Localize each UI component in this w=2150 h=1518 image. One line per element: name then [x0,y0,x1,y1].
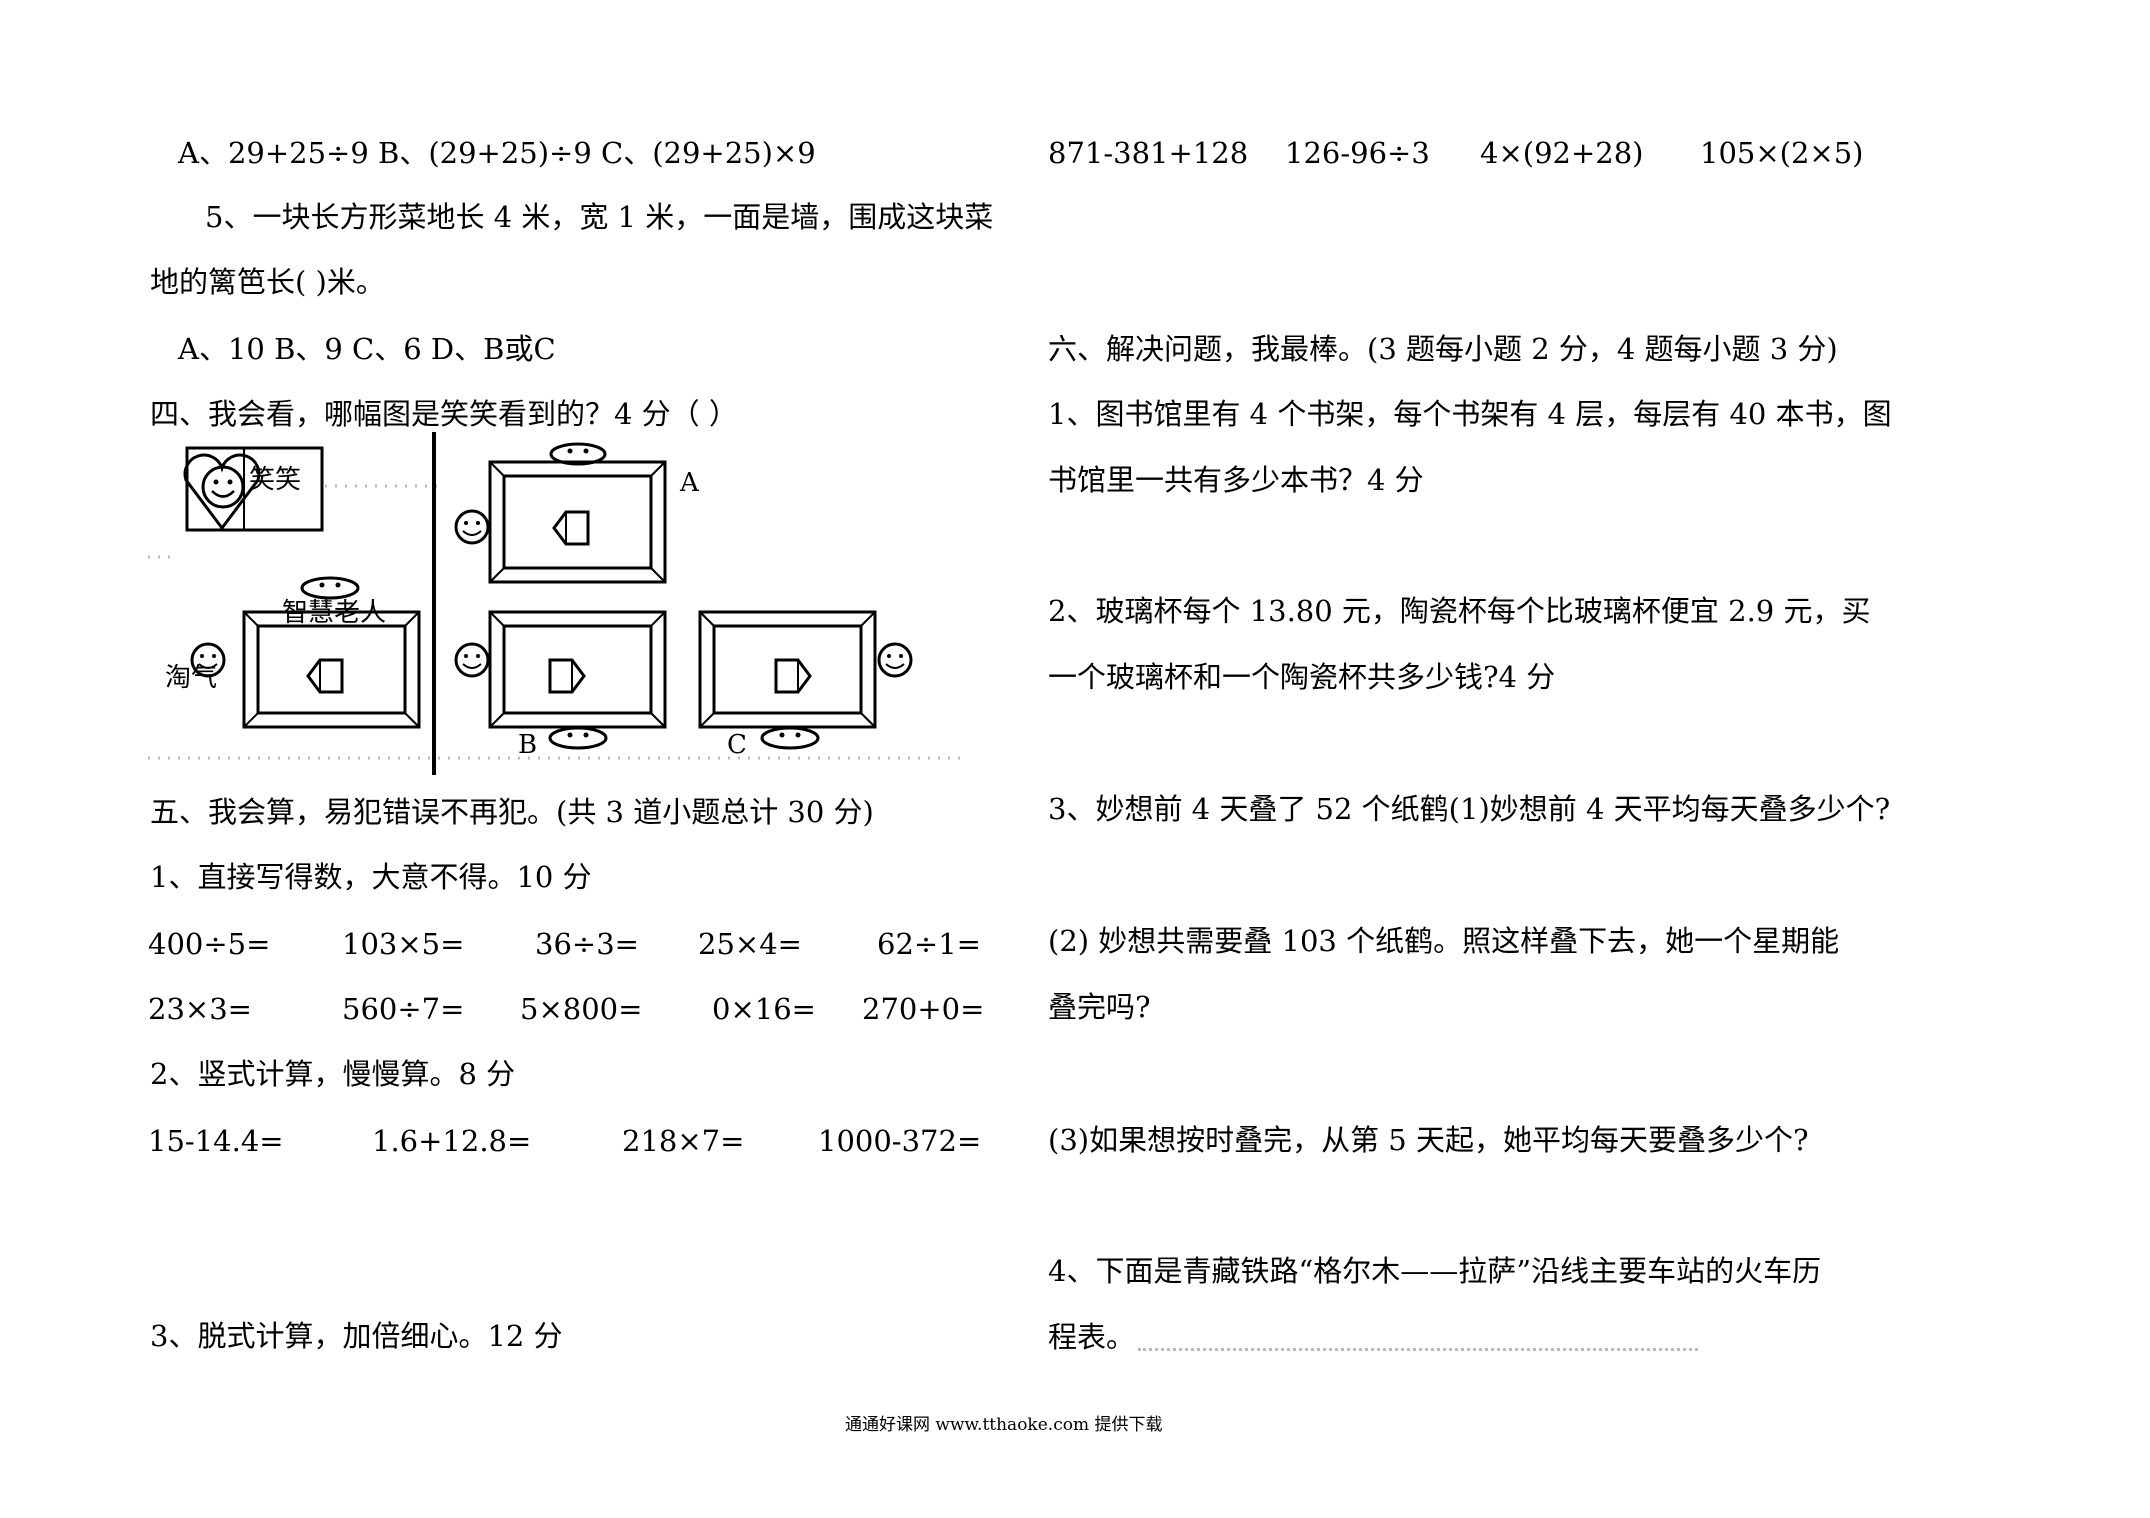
p3-3: (3)如果想按时叠完，从第 5 天起，她平均每天要叠多少个? [1048,1123,1809,1157]
label-taoqi: 淘气 [165,663,218,693]
smiley-top-a-icon [549,442,607,466]
arrow-left-icon [552,510,590,546]
smiley-bottom-c-icon [760,726,820,750]
expr-item: 4×(92+28) [1480,136,1644,170]
dotted-line [1138,1348,1698,1351]
table-left [242,610,421,729]
calc-item: 25×4= [698,927,802,961]
arrow-right-icon [774,658,812,694]
section5-q1: 1、直接写得数，大意不得。10 分 [150,860,592,894]
smiley-icon [201,465,245,509]
vertical-calc-item: 1.6+12.8= [372,1124,532,1158]
section6-title: 六、解决问题，我最棒。(3 题每小题 2 分，4 题每小题 3 分) [1048,332,1838,366]
calc-item: 23×3= [148,992,252,1026]
p1-line2: 书馆里一共有多少本书？4 分 [1048,463,1424,497]
smiley-taoqi-icon [190,642,226,678]
expr-item: 105×(2×5) [1700,136,1864,170]
q5-options: A、10 B、9 C、6 D、B或C [178,332,556,366]
expr-item: 126-96÷3 [1285,136,1430,170]
calc-item: 5×800= [520,992,643,1026]
smiley-left-a-icon [454,509,490,545]
table-b [488,610,667,729]
calc-item: 400÷5= [148,927,271,961]
label-zhihui: 智慧老人 [282,598,387,628]
label-b: B [518,730,538,760]
p3-line1: 3、妙想前 4 天叠了 52 个纸鹤(1)妙想前 4 天平均每天叠多少个? [1048,792,1891,826]
smiley-right-c-icon [877,642,913,678]
p4-line2: 程表。 [1048,1320,1136,1354]
xiaoxiao-box [185,446,324,532]
p2-line2: 一个玻璃杯和一个陶瓷杯共多少钱?4 分 [1048,660,1556,694]
arrow-right-icon [548,658,586,694]
calc-item: 36÷3= [535,927,639,961]
q5-line2: 地的篱笆长( )米。 [150,265,385,299]
calc-item: 270+0= [862,992,985,1026]
expr-item: 871-381+128 [1048,136,1249,170]
footer-text: 通通好课网 www.tthaoke.com 提供下载 [845,1415,1163,1435]
smiley-top-left-icon [300,576,360,600]
section5-q3: 3、脱式计算，加倍细心。12 分 [150,1319,563,1353]
table-c [698,610,877,729]
calc-item: 560÷7= [342,992,465,1026]
vertical-calc-item: 218×7= [622,1124,745,1158]
smiley-bottom-b-icon [548,726,608,750]
vertical-calc-item: 1000-372= [818,1124,982,1158]
p4-line1: 4、下面是青藏铁路“格尔木——拉萨”沿线主要车站的火车历 [1048,1254,1822,1288]
p2-line1: 2、玻璃杯每个 13.80 元，陶瓷杯每个比玻璃杯便宜 2.9 元，买 [1048,594,1871,628]
label-a: A [680,468,699,498]
label-c: C [727,730,747,760]
section4-title: 四、我会看，哪幅图是笑笑看到的？4 分（ ） [150,397,738,431]
p3-2-line1: (2) 妙想共需要叠 103 个纸鹤。照这样叠下去，她一个星期能 [1048,924,1840,958]
q4-options: A、29+25÷9 B、(29+25)÷9 C、(29+25)×9 [178,136,816,170]
calc-item: 0×16= [712,992,816,1026]
calc-item: 103×5= [342,927,465,961]
label-xiaoxiao: 笑笑 [249,465,302,495]
section5-q2: 2、竖式计算，慢慢算。8 分 [150,1057,516,1091]
vertical-calc-item: 15-14.4= [148,1124,284,1158]
smiley-left-b-icon [454,642,490,678]
arrow-left-icon [306,658,344,694]
section5-title: 五、我会算，易犯错误不再犯。(共 3 道小题总计 30 分) [150,795,874,829]
table-a [488,460,667,584]
p1-line1: 1、图书馆里有 4 个书架，每个书架有 4 层，每层有 40 本书，图 [1048,397,1892,431]
p3-2-line2: 叠完吗? [1048,990,1151,1024]
calc-item: 62÷1= [877,927,981,961]
q5-line1: 5、一块长方形菜地长 4 米，宽 1 米，一面是墙，围成这块菜 [205,200,994,234]
